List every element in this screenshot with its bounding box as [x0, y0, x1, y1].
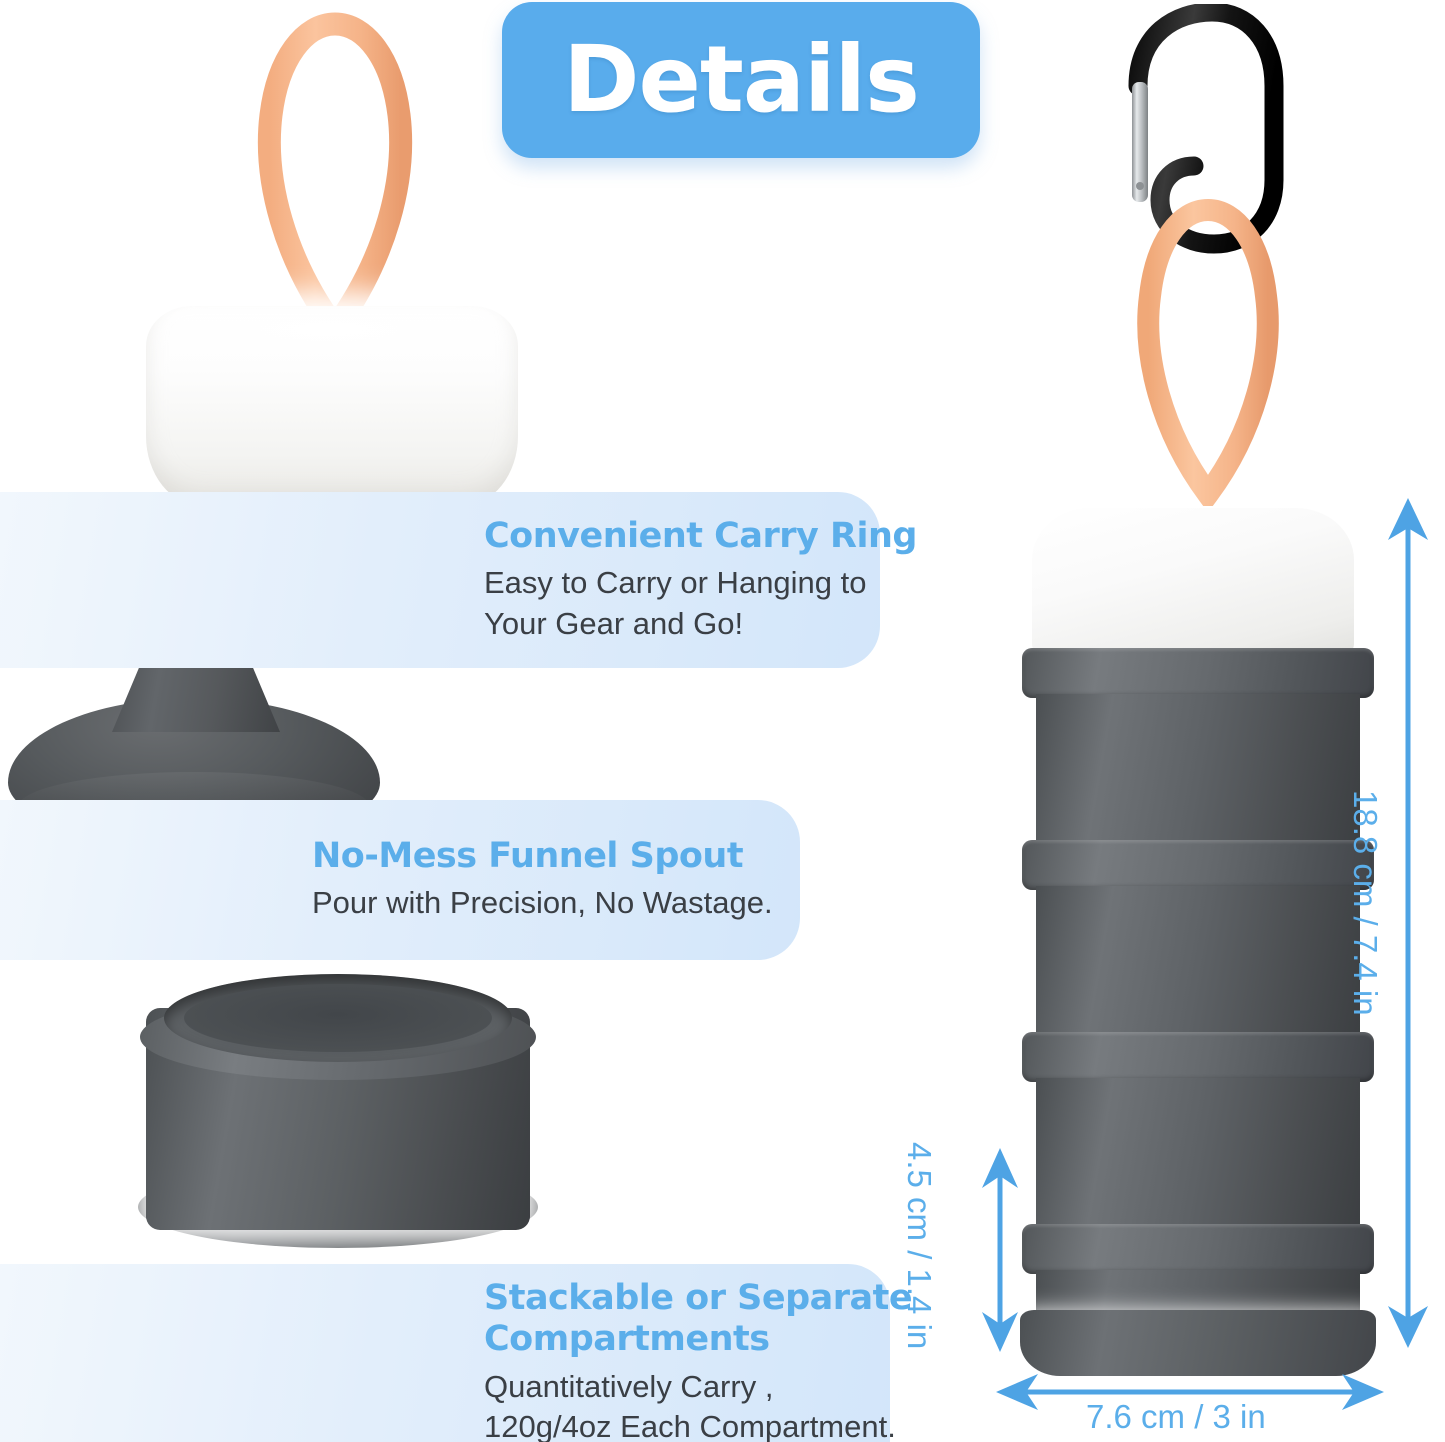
dimension-label-compartment-height: 4.5 cm / 1.4 in [901, 1142, 938, 1350]
details-header-label: Details [563, 26, 920, 133]
carry-ring-loop-right-icon [1137, 198, 1279, 506]
feature-title-compartments: Stackable or Separate Compartments [484, 1278, 913, 1360]
feature-text-funnel-spout: No-Mess Funnel Spout Pour with Precision… [312, 836, 773, 924]
product-image-stackable-compartment [138, 968, 538, 1268]
feature-panel-carry-ring [0, 492, 880, 668]
feature-text-carry-ring: Convenient Carry Ring Easy to Carry or H… [484, 516, 917, 644]
stack-ring-4 [1022, 1224, 1374, 1274]
stack-white-lid [1032, 508, 1354, 656]
feature-title-carry-ring: Convenient Carry Ring [484, 516, 917, 556]
feature-panel-compartments [0, 1264, 890, 1442]
feature-description-funnel-spout: Pour with Precision, No Wastage. [312, 885, 773, 921]
stack-ring-2 [1022, 840, 1374, 890]
dimension-arrow-total-height [1388, 498, 1428, 1348]
dimension-arrow-compartment-height [982, 1148, 1018, 1352]
stack-ring-3 [1022, 1032, 1374, 1082]
stack-ring-1 [1022, 648, 1374, 698]
feature-description-compartments: Quantitatively Carry , 120g/4oz Each Com… [484, 1368, 896, 1442]
feature-title-funnel-spout: No-Mess Funnel Spout [312, 836, 744, 876]
dimension-label-total-height: 18.8 cm / 7.4 in [1347, 790, 1384, 1016]
product-image-lid-with-carry-ring [140, 10, 530, 510]
carabiner-icon [1128, 4, 1284, 254]
feature-description-carry-ring: Easy to Carry or Hanging to Your Gear an… [484, 565, 867, 641]
stack-compartment-2 [1036, 886, 1360, 1040]
dimension-label-diameter: 7.6 cm / 3 in [1086, 1398, 1266, 1435]
details-header-badge: Details [502, 2, 980, 158]
lid-highlight [180, 312, 480, 356]
stack-base-rim [1020, 1310, 1376, 1376]
feature-panel-funnel-spout [0, 800, 800, 960]
product-image-assembled-stack [1012, 500, 1384, 1376]
carry-ring-loop-icon [257, 12, 413, 340]
stack-compartment-3 [1036, 1078, 1360, 1232]
compartment-interior [184, 984, 492, 1052]
dimension-arrow-diameter [996, 1374, 1384, 1410]
feature-text-compartments: Stackable or Separate Compartments Quant… [484, 1278, 913, 1442]
stack-compartment-1 [1036, 694, 1360, 848]
